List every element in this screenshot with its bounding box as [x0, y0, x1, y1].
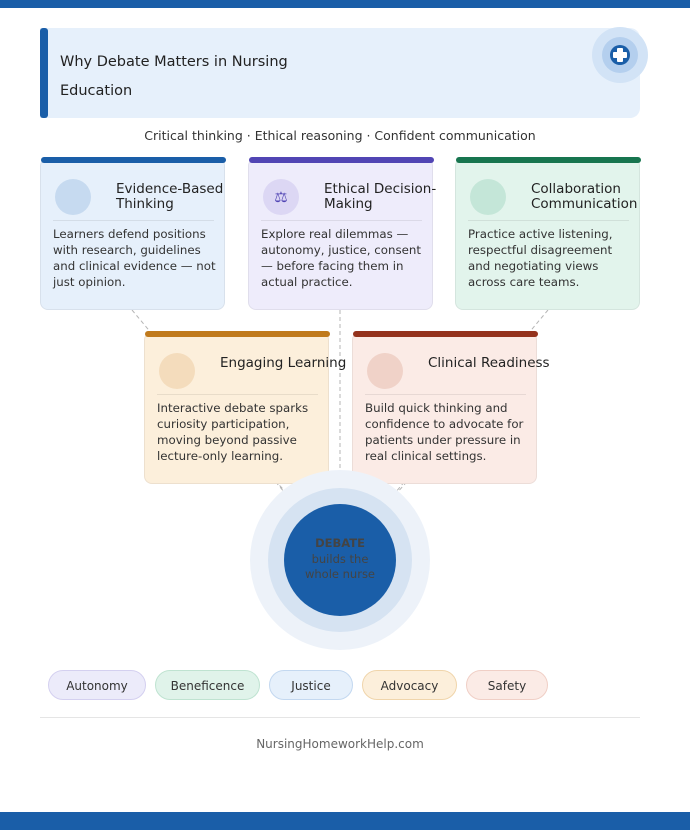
pill-safety: Safety [466, 670, 548, 700]
card-accent-bar [249, 157, 434, 163]
card-divider [53, 220, 214, 221]
card-description: Learners defend positions with research,… [53, 227, 216, 289]
hub-line-1: builds the [311, 552, 369, 566]
page-title: Why Debate Matters in Nursing Education [60, 54, 288, 99]
card-description: Practice active listening, respectful di… [468, 227, 613, 289]
engaging-icon [159, 353, 195, 389]
hub-title: DEBATE [315, 536, 365, 550]
footer-divider [40, 717, 640, 718]
hub-line-2: whole nurse [304, 567, 376, 581]
bottom-accent-bar [0, 812, 690, 830]
top-accent-bar [0, 0, 690, 8]
header-banner: Why Debate Matters in Nursing Education [40, 28, 640, 118]
header-accent-stripe [40, 28, 48, 118]
evidence-icon [55, 179, 91, 215]
card-evidence-based-thinking: Evidence-Based Thinking Learners defend … [40, 157, 226, 310]
pill-advocacy: Advocacy [362, 670, 457, 700]
card-divider [468, 220, 629, 221]
pill-beneficence: Beneficence [155, 670, 260, 700]
pill-autonomy: Autonomy [48, 670, 146, 700]
card-clinical-readiness: Clinical Readiness Build quick thinking … [352, 331, 550, 484]
card-title: Evidence-Based Thinking [116, 181, 224, 212]
pill-justice: Justice [269, 670, 353, 700]
card-divider [261, 220, 422, 221]
card-title: Engaging Learning [220, 355, 347, 371]
card-engaging-learning: Engaging Learning Interactive debate spa… [144, 331, 346, 484]
card-ethical-decision-making: ⚖ Ethical Decision-Making Explore real d… [248, 157, 436, 310]
card-description: Interactive debate sparks curiosity part… [157, 401, 309, 463]
card-title: Ethical Decision-Making [324, 181, 437, 212]
card-divider [365, 394, 526, 395]
card-collaboration-communication: Collaboration Communication Practice act… [455, 157, 641, 310]
card-title: Clinical Readiness [428, 355, 550, 371]
medical-cross-icon [592, 27, 648, 83]
collaboration-icon [470, 179, 506, 215]
card-description: Explore real dilemmas — autonomy, justic… [261, 227, 421, 289]
card-accent-bar [353, 331, 538, 337]
clinical-icon [367, 353, 403, 389]
footer-site-link: NursingHomeworkHelp.com [256, 737, 424, 751]
debate-hub: DEBATE builds the whole nurse [284, 504, 396, 616]
card-accent-bar [145, 331, 330, 337]
card-accent-bar [41, 157, 226, 163]
subtitle: Critical thinking · Ethical reasoning · … [144, 128, 536, 143]
card-description: Build quick thinking and confidence to a… [365, 401, 524, 463]
card-accent-bar [456, 157, 641, 163]
card-title: Collaboration Communication [531, 181, 638, 212]
card-divider [157, 394, 318, 395]
balance-scale-icon: ⚖ [263, 179, 299, 215]
